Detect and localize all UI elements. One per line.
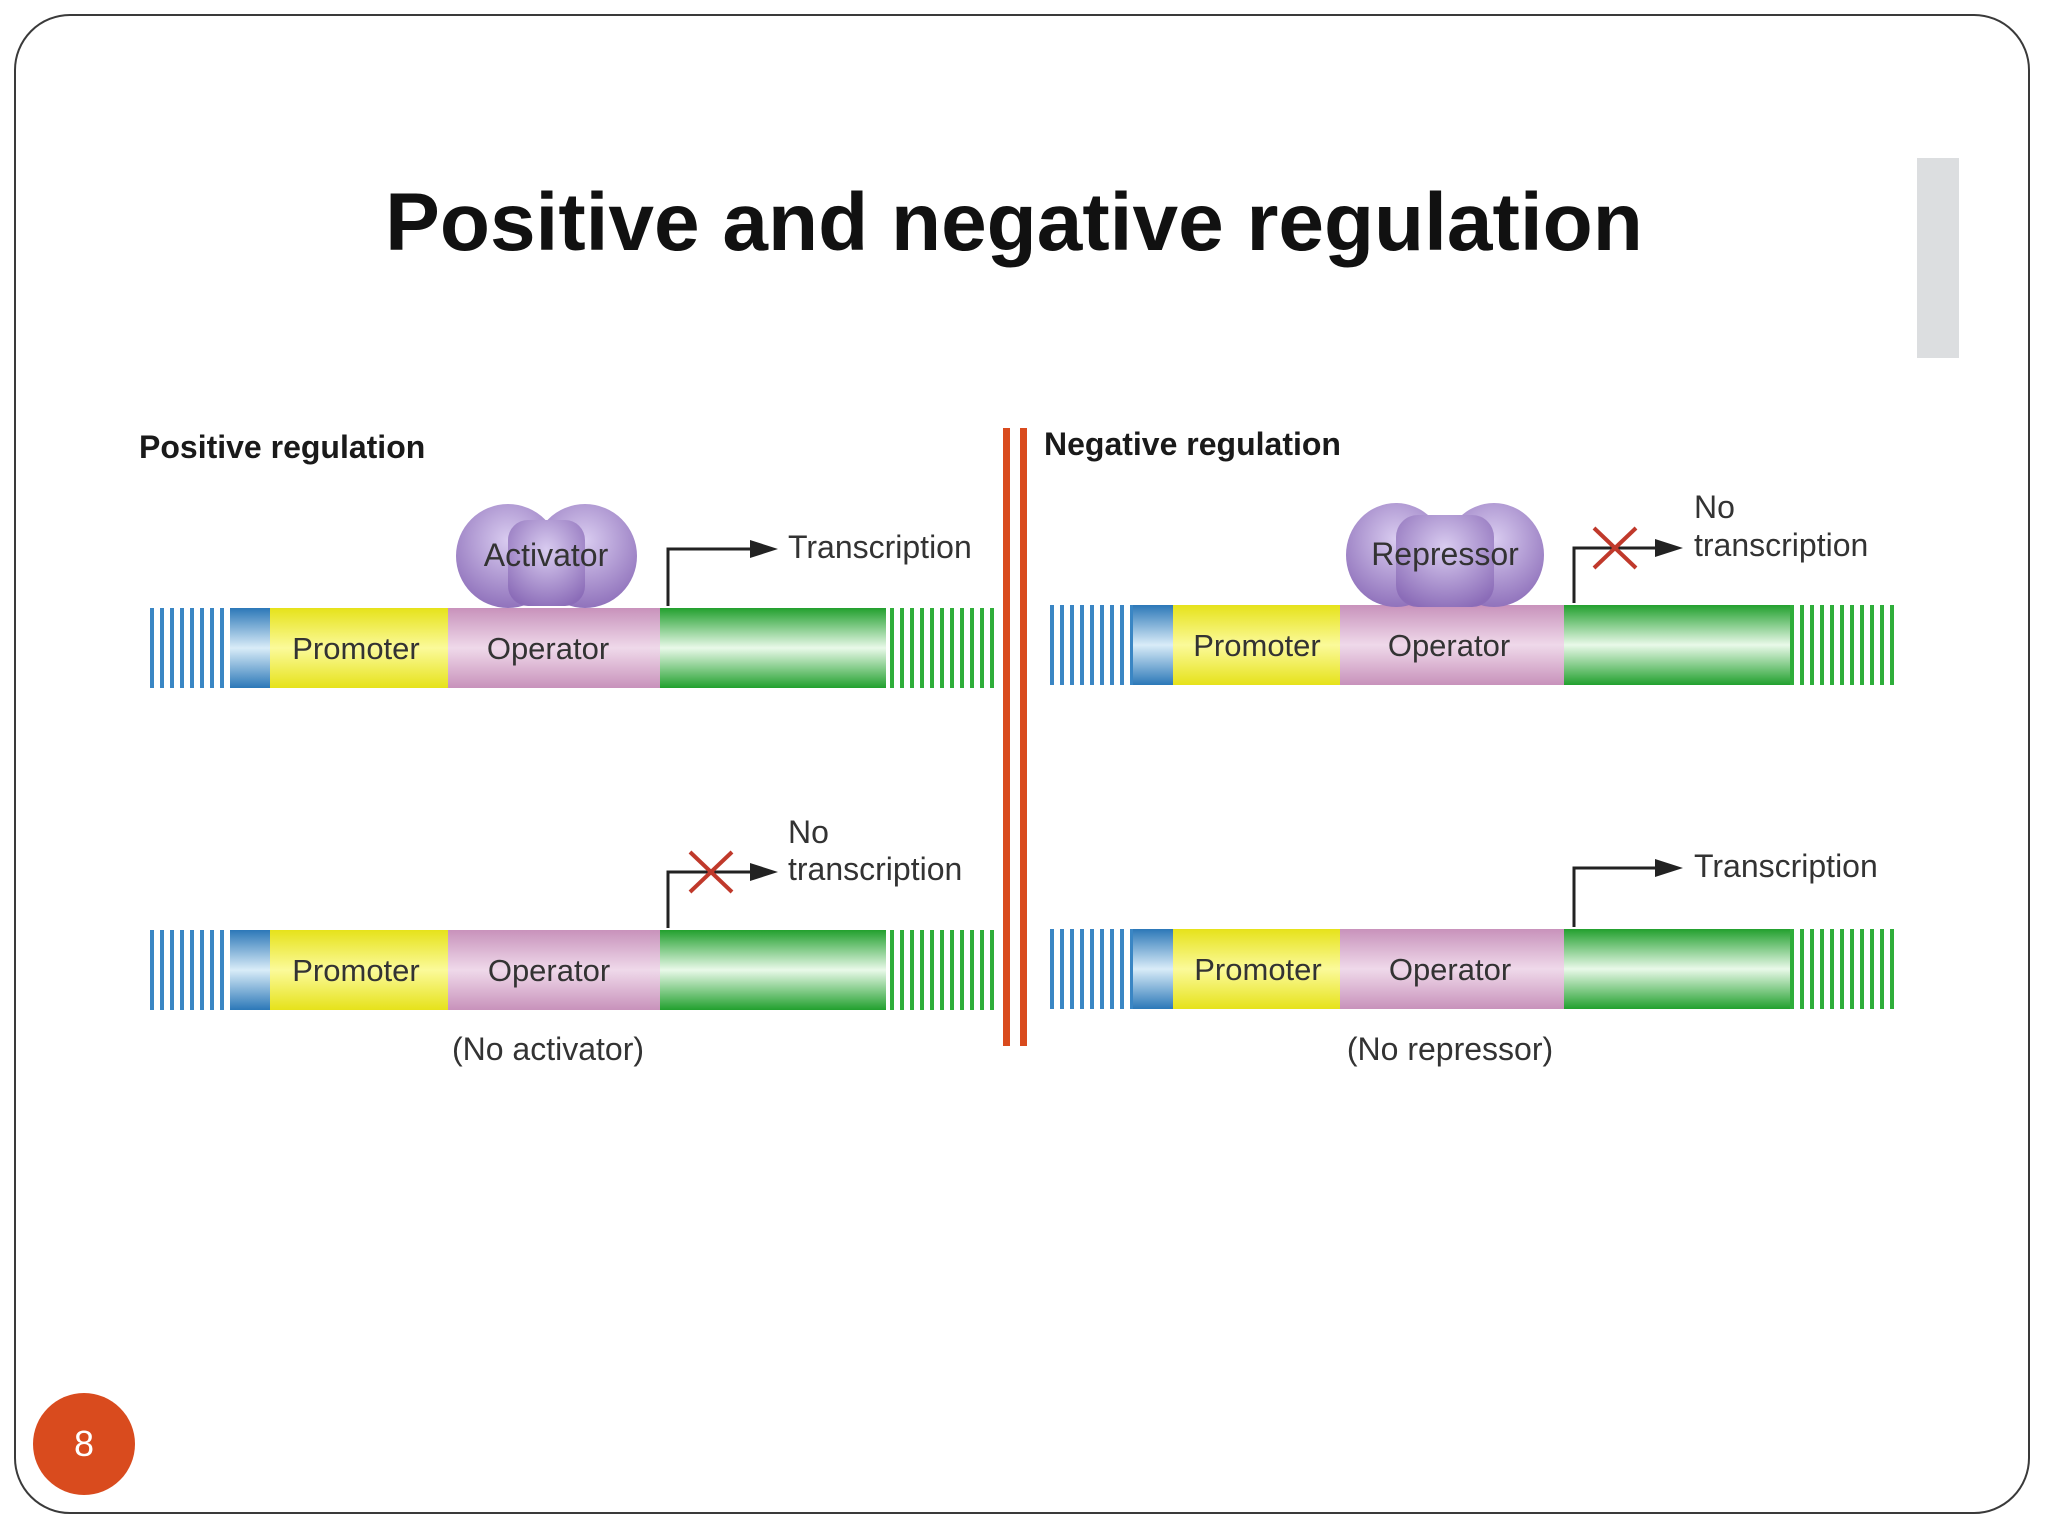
promoter-label: Promoter	[1193, 628, 1320, 663]
dna-strand: Promoter Operator	[145, 930, 994, 1010]
repressor-body	[1396, 515, 1494, 607]
promoter-label: Promoter	[1194, 952, 1321, 987]
activator-protein: Activator	[456, 504, 637, 608]
promoter-segment	[1173, 929, 1340, 1009]
transcription-label: Transcription	[788, 529, 972, 565]
positive-heading: Positive regulation	[139, 429, 425, 465]
gene-segment	[1564, 929, 1790, 1009]
dna-strand: Promoter Operator	[1048, 605, 1900, 685]
right-flank-stripes	[1790, 929, 1900, 1009]
left-flank-block	[1133, 929, 1173, 1009]
slide-title: Positive and negative regulation	[385, 177, 1643, 268]
repressor-protein: Repressor	[1346, 503, 1544, 607]
gene-segment	[660, 930, 886, 1010]
divider-right-line	[1020, 428, 1027, 1046]
transcription-label: Transcription	[1694, 848, 1878, 884]
blocked-transcription-arrow	[1572, 526, 1683, 603]
no-activator-caption: (No activator)	[452, 1031, 644, 1067]
transcription-arrow	[1572, 859, 1683, 927]
right-flank-stripes	[886, 930, 994, 1010]
positive-with-activator: Promoter Operator Activator Transcriptio…	[145, 504, 994, 688]
promoter-label: Promoter	[292, 953, 419, 988]
left-flank-stripes	[1048, 605, 1133, 685]
cross-icon	[688, 850, 734, 894]
no-label: No	[1694, 489, 1735, 525]
activator-body	[508, 520, 585, 606]
promoter-segment	[1173, 605, 1340, 685]
right-flank-stripes	[1790, 605, 1900, 685]
dna-strand: Promoter Operator	[1048, 929, 1900, 1009]
promoter-segment	[270, 930, 448, 1010]
promoter-label: Promoter	[292, 631, 419, 666]
operator-segment	[448, 608, 660, 688]
left-flank-block	[1133, 605, 1173, 685]
operator-segment	[448, 930, 660, 1010]
operator-segment	[1340, 605, 1564, 685]
negative-without-repressor: Promoter Operator Transcription (No repr…	[1048, 848, 1900, 1067]
negative-with-repressor: Promoter Operator Repressor No transcrip…	[1048, 489, 1900, 685]
left-flank-block	[230, 930, 270, 1010]
transcription-arrow	[666, 540, 778, 606]
background-image-edge	[1917, 158, 1959, 358]
activator-label: Activator	[484, 537, 609, 573]
operator-label: Operator	[488, 953, 610, 988]
gene-segment	[1564, 605, 1790, 685]
operator-segment	[1340, 929, 1564, 1009]
operator-label: Operator	[1389, 952, 1511, 987]
blocked-transcription-arrow	[666, 850, 778, 928]
repressor-label: Repressor	[1371, 536, 1519, 572]
slide-number-badge: 8	[33, 1393, 135, 1495]
no-repressor-caption: (No repressor)	[1347, 1031, 1553, 1067]
left-flank-stripes	[1048, 929, 1133, 1009]
operator-label: Operator	[1388, 628, 1510, 663]
left-flank-stripes	[145, 608, 230, 688]
no-label: No	[788, 814, 829, 850]
gene-segment	[660, 608, 886, 688]
no-transcription-label: transcription	[788, 851, 962, 887]
negative-heading: Negative regulation	[1044, 426, 1341, 462]
no-transcription-label: transcription	[1694, 527, 1868, 563]
left-flank-stripes	[145, 930, 230, 1010]
left-flank-block	[230, 608, 270, 688]
operator-label: Operator	[487, 631, 609, 666]
right-flank-stripes	[886, 608, 994, 688]
positive-without-activator: Promoter Operator No transcription (No a…	[145, 814, 994, 1067]
dna-strand: Promoter Operator	[145, 608, 994, 688]
divider-left-line	[1003, 428, 1010, 1046]
promoter-segment	[270, 608, 448, 688]
cross-icon	[1592, 526, 1638, 570]
